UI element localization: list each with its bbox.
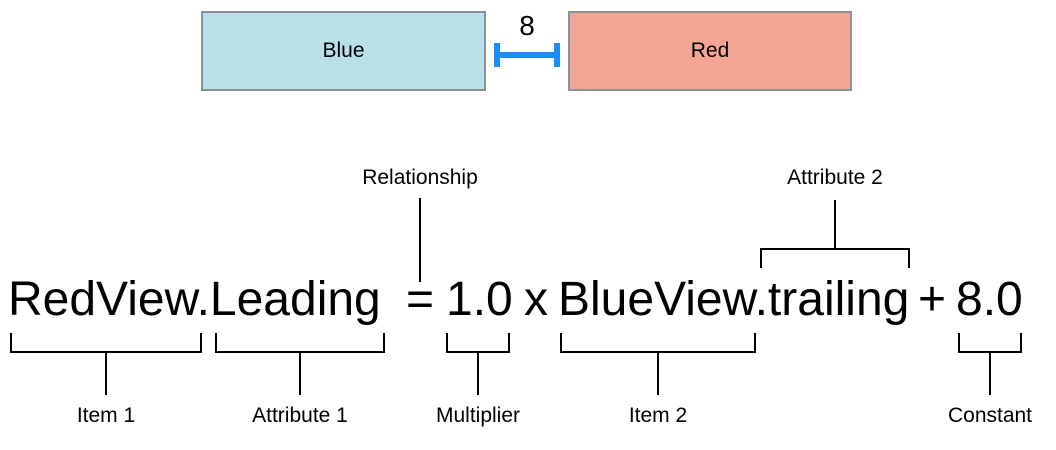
equation-times-sign: x [524,273,548,326]
item2-under-bracket [560,333,756,395]
equation-constant-text: 8.0 [956,273,1023,326]
attribute1-under-bracket [215,333,385,395]
constant-under-bracket [958,333,1022,395]
blue-view-box: Blue [201,11,486,91]
multiplier-callout-label: Multiplier [435,404,521,427]
item1-callout-label: Item 1 [76,404,136,427]
attribute1-callout-label: Attribute 1 [252,404,348,427]
equation-relation-sign: = [406,273,435,326]
item2-callout-label: Item 2 [628,404,688,427]
spacing-value-label: 8 [519,10,535,41]
ibeam-bar [494,52,560,58]
equation-multiplier-text: 1.0 [446,273,513,326]
relationship-callout-label: Relationship [362,166,478,189]
constant-callout-label: Constant [947,404,1033,427]
attribute2-over-bracket [760,200,910,268]
attribute2-callout-label: Attribute 2 [787,166,883,189]
equation-plus-sign: + [918,273,947,326]
ibeam-right-cap [554,43,560,67]
item1-under-bracket [10,333,202,395]
multiplier-under-bracket [446,333,510,395]
blue-view-label: Blue [322,39,365,62]
equation-item1-text: RedView.Leading [8,273,381,326]
spacing-ibeam-indicator [494,43,560,67]
relationship-callout-line [419,198,421,282]
red-view-box: Red [568,11,852,91]
red-view-label: Red [690,39,730,62]
equation-item2-text: BlueView.trailing [558,273,910,326]
